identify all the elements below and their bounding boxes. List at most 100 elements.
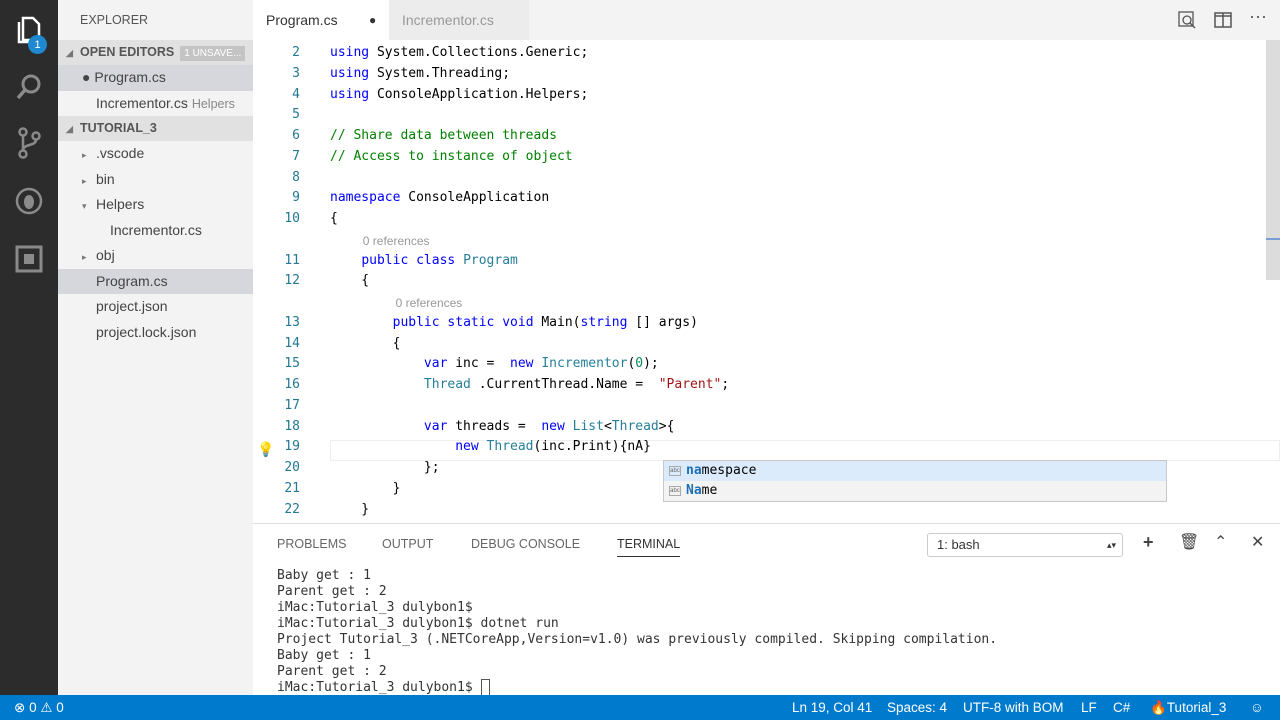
extensions-icon[interactable] [0, 234, 58, 284]
feedback-smiley-icon[interactable]: ☺ [1250, 700, 1264, 715]
file-label: Program.cs [94, 69, 166, 85]
code-token: .CurrentThread.Name = [478, 377, 651, 392]
code-token: // Share data between threads [330, 128, 557, 143]
close-panel-icon[interactable]: ✕ [1251, 534, 1265, 551]
tree-item-label: obj [96, 247, 115, 263]
tree-item[interactable]: Program.cs [58, 268, 253, 294]
code-token: using [330, 65, 370, 81]
code-token: < [603, 418, 612, 434]
status-bar: ⊗ 0 ⚠ 0 Ln 19, Col 41 Spaces: 4 UTF-8 wi… [0, 695, 1280, 720]
tab-debug-console[interactable]: DEBUG CONSOLE [471, 537, 581, 551]
terminal-line: Parent get : 2 [277, 584, 387, 599]
code-line: }; [330, 460, 440, 475]
tree-item[interactable]: project.json [58, 294, 253, 320]
tree-item-label: project.lock.json [96, 323, 197, 340]
tab-label: Incrementor.cs [402, 12, 494, 28]
problems-status[interactable]: ⊗ 0 ⚠ 0 [14, 700, 64, 715]
code-token: static [447, 314, 495, 330]
cursor-position[interactable]: Ln 19, Col 41 [792, 700, 873, 715]
open-changes-icon[interactable] [1178, 11, 1196, 34]
tab-incrementor-cs[interactable]: Incrementor.cs [389, 0, 529, 40]
folder-hint: Helpers [191, 96, 235, 111]
explorer-title: EXPLORER [80, 13, 149, 27]
terminal-line: iMac:Tutorial_3 dulybon1$ [277, 600, 473, 615]
text-icon: abc [669, 486, 681, 496]
code-token: var [423, 418, 448, 434]
tree-item[interactable]: Incrementor.cs [58, 218, 253, 244]
code-token: Program [463, 252, 518, 268]
chevron-icon: ▸ [82, 150, 87, 160]
tree-item-label: Helpers [96, 196, 145, 212]
tab-problems[interactable]: PROBLEMS [277, 537, 347, 551]
code-token: var [423, 356, 448, 372]
code-token: new [510, 356, 534, 372]
codelens-references[interactable]: 0 references [395, 296, 463, 310]
collapse-icon: ◢ [66, 124, 73, 134]
project-header[interactable]: ◢TUTORIAL_3 [58, 116, 253, 141]
collapse-icon: ◢ [66, 48, 73, 58]
tab-program-cs[interactable]: Program.cs● [253, 0, 389, 40]
files-icon[interactable]: 1 [0, 5, 58, 55]
debug-icon[interactable] [0, 176, 58, 226]
terminal-line: Parent get : 2 [277, 664, 387, 679]
line-number: 4 [292, 86, 300, 102]
terminal-select[interactable]: 1: bash▴▾ [927, 533, 1123, 557]
code-token: // Access to instance of object [330, 148, 573, 164]
tab-output[interactable]: OUTPUT [382, 537, 434, 551]
search-icon[interactable] [0, 62, 58, 112]
line-ending[interactable]: LF [1081, 700, 1097, 715]
dirty-dot-icon[interactable]: ● [369, 13, 377, 27]
code-token: (inc.Print){nA} [533, 439, 651, 455]
encoding[interactable]: UTF-8 with BOM [963, 700, 1064, 715]
code-token [330, 439, 455, 454]
code-token: List [572, 418, 604, 434]
code-line: public static void Main(string [] args) [330, 315, 698, 330]
chevron-icon: ▸ [82, 175, 87, 186]
code-token: Thread [486, 439, 534, 455]
add-terminal-icon[interactable]: + [1143, 532, 1154, 552]
code-token: using [330, 86, 370, 102]
more-actions-icon[interactable]: ··· [1249, 6, 1267, 26]
editor-scrollbar[interactable] [1266, 40, 1280, 280]
tree-item-label: Program.cs [96, 272, 168, 289]
tree-item[interactable]: ▸obj [58, 243, 253, 269]
tree-item[interactable]: ▾Helpers [58, 192, 253, 218]
code-token: string [580, 314, 628, 330]
code-token: Thread [423, 377, 471, 392]
tree-item[interactable]: ▸bin [58, 167, 253, 193]
code-line: namespace ConsoleApplication [330, 190, 549, 205]
code-line: // Access to instance of object [330, 149, 573, 164]
lightbulb-icon[interactable]: 💡 [257, 442, 275, 458]
scroll-position-marker [1266, 238, 1280, 240]
split-editor-icon[interactable] [1214, 11, 1232, 34]
tree-item[interactable]: ▸ .vscode [58, 141, 253, 167]
code-line: using System.Threading; [330, 66, 510, 81]
trash-icon[interactable]: 🗑 [1179, 534, 1200, 551]
project-selector[interactable]: 🔥Tutorial_3 [1150, 695, 1226, 720]
line-number: 20 [284, 460, 300, 475]
indentation[interactable]: Spaces: 4 [887, 700, 948, 715]
match-text: na [686, 463, 702, 478]
source-control-icon[interactable] [0, 118, 58, 168]
line-number: 8 [292, 169, 300, 185]
warning-count: 0 [56, 700, 64, 715]
code-token: System.Threading; [376, 65, 511, 81]
line-number: 14 [284, 335, 300, 351]
code-token: [] args) [635, 314, 698, 330]
line-number: 10 [284, 211, 300, 226]
code-token: class [416, 252, 456, 268]
codelens-references[interactable]: 0 references [362, 233, 430, 248]
open-editor-program-cs[interactable]: ● Program.cs [58, 65, 253, 91]
code-token: System.Collections.Generic; [376, 45, 589, 60]
language-mode[interactable]: C# [1113, 700, 1131, 715]
tab-terminal[interactable]: TERMINAL [617, 537, 681, 557]
tree-item[interactable]: project.lock.json [58, 320, 253, 346]
tree-item-label: .vscode [96, 145, 145, 161]
maximize-panel-icon[interactable]: ⌃ [1214, 534, 1228, 551]
